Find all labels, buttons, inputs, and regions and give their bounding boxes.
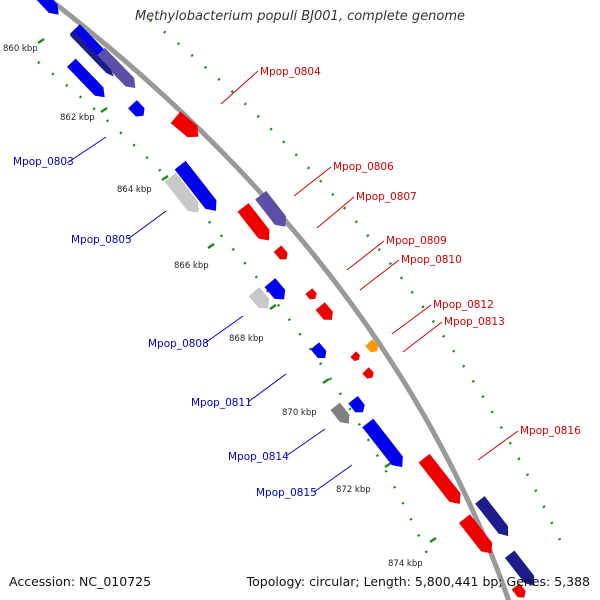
- gene-label: Mpop_0814: [228, 451, 289, 463]
- tick-mark: [161, 174, 169, 182]
- gene-mpop-0810: [315, 302, 333, 320]
- tick-mark: [384, 461, 392, 469]
- gene: [350, 351, 360, 361]
- tick-label: 866 kbp: [174, 261, 209, 271]
- inner-dotted-track: [37, 61, 432, 561]
- gene-mpop-0811: [310, 342, 327, 359]
- gene-label: Mpop_0807: [356, 191, 417, 203]
- tick-mark: [207, 242, 215, 250]
- gene: [70, 31, 114, 77]
- gene-label: Mpop_0808: [148, 338, 209, 350]
- gene: [26, 0, 59, 15]
- gene-label: Mpop_0806: [333, 161, 394, 173]
- tick-label: 862 kbp: [60, 113, 95, 123]
- gene: [504, 550, 535, 586]
- outer-dotted-track: [149, 19, 562, 541]
- gene-mpop-0808: [248, 287, 270, 309]
- gene-mpop-0816: [418, 453, 461, 504]
- tick-label: 870 kbp: [282, 408, 317, 418]
- leader-line: [316, 196, 355, 229]
- tick-mark: [269, 303, 277, 311]
- leader-line: [220, 70, 259, 105]
- leader-line: [391, 304, 432, 335]
- leader-line: [247, 373, 287, 403]
- gene-label: Mpop_0803: [13, 156, 74, 168]
- tick-label: 868 kbp: [229, 334, 264, 344]
- gene-mpop-0812: [365, 339, 379, 353]
- leader-line: [293, 166, 332, 197]
- gene-label: Mpop_0815: [256, 487, 317, 499]
- tick-label: 864 kbp: [117, 185, 152, 195]
- leader-line: [477, 430, 519, 461]
- leader-line: [127, 210, 167, 240]
- gene-label: Mpop_0812: [433, 299, 494, 311]
- accession-text: Accession: NC_010725: [9, 574, 152, 589]
- gene-label: Mpop_0805: [71, 234, 132, 246]
- tick-label: 872 kbp: [336, 485, 371, 495]
- gene: [475, 496, 509, 537]
- genome-backbone: [46, 0, 512, 600]
- genome-summary-text: Topology: circular; Length: 5,800,441 bp…: [246, 574, 590, 589]
- tick-mark: [322, 377, 330, 385]
- tick-mark: [429, 536, 437, 544]
- gene-mpop-0809: [305, 288, 317, 300]
- gene: [330, 402, 350, 424]
- gene: [511, 583, 526, 598]
- gene-mpop-0807: [237, 203, 270, 241]
- gene-label: Mpop_0810: [401, 254, 462, 266]
- gene-mpop-0804: [170, 111, 199, 138]
- gene: [164, 172, 199, 213]
- gene-mpop-0814: [348, 396, 365, 413]
- gene-mpop-0806: [255, 190, 286, 227]
- tick-mark: [100, 106, 108, 114]
- gene-label: Mpop_0813: [444, 316, 505, 328]
- leader-line: [402, 321, 443, 353]
- leader-line: [66, 136, 107, 164]
- tick-label: 860 kbp: [3, 44, 38, 54]
- leader-line: [346, 240, 385, 271]
- gene: [96, 47, 136, 88]
- gene: [67, 58, 105, 98]
- tick-mark: [37, 37, 45, 45]
- map-title: Methylobacterium populi BJ001, complete …: [134, 9, 466, 24]
- leader-line: [359, 259, 400, 291]
- gene-label: Mpop_0804: [260, 66, 321, 78]
- gene-label: Mpop_0811: [191, 397, 252, 409]
- gene-label: Mpop_0816: [520, 425, 581, 437]
- gene: [458, 514, 493, 554]
- leader-line: [285, 428, 326, 457]
- gene-mpop-0805: [174, 160, 217, 211]
- gene: [264, 278, 286, 300]
- gene: [128, 100, 145, 117]
- leader-line: [204, 315, 244, 344]
- gene-label: Mpop_0809: [386, 235, 447, 247]
- gene: [273, 245, 288, 260]
- leader-line: [313, 464, 353, 493]
- gene-mpop-0815: [362, 418, 403, 468]
- gene-mpop-0813: [362, 367, 374, 379]
- tick-label: 874 kbp: [388, 559, 423, 569]
